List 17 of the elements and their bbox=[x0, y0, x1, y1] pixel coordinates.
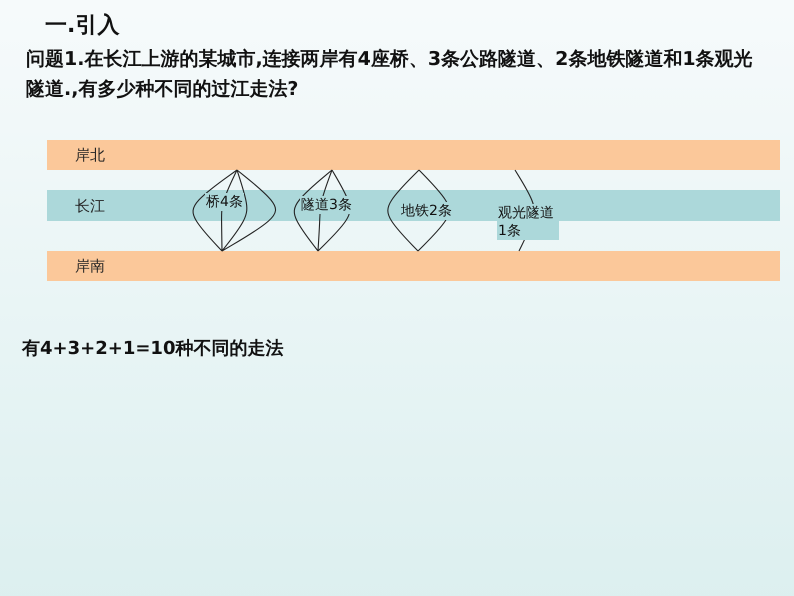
answer-text: 有4+3+2+1=10种不同的走法 bbox=[22, 337, 284, 361]
title: 一.引入 bbox=[45, 12, 120, 40]
bank-band bbox=[47, 251, 780, 281]
question-text: 问题1.在长江上游的某城市,连接两岸有4座桥、3条公路隧道、2条地铁隧道和1条观光隧道.,有多少种不同的过江走法? bbox=[26, 47, 754, 102]
route-line bbox=[222, 170, 276, 252]
route-line bbox=[222, 170, 248, 252]
route-line bbox=[387, 170, 420, 252]
route-line bbox=[192, 170, 238, 252]
bank-band bbox=[47, 140, 780, 170]
edge-label: 地铁2条 bbox=[400, 202, 453, 220]
band-label: 岸南 bbox=[75, 257, 105, 276]
river-label: 长江 bbox=[75, 196, 106, 216]
edge-label: 桥4条 bbox=[205, 193, 244, 211]
band-label: 岸北 bbox=[75, 146, 105, 165]
edge-label: 隧道3条 bbox=[300, 196, 353, 214]
edge-label: 观光隧道1条 bbox=[497, 204, 559, 240]
route-line bbox=[294, 170, 332, 252]
